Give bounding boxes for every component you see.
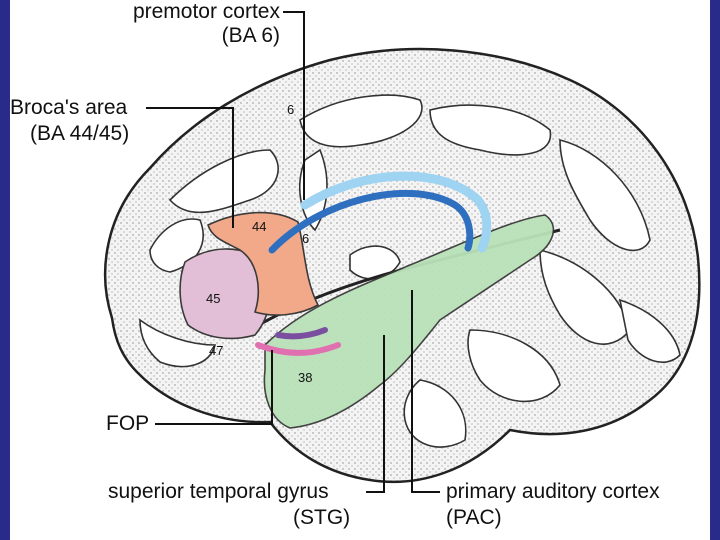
- right-frame-border: [710, 0, 720, 540]
- dorsal-pathway-dark: [268, 189, 474, 254]
- area-44-number: 44: [252, 219, 267, 234]
- leader-lines: [146, 11, 440, 493]
- ventral-pathway-pink: [255, 342, 341, 356]
- area-38-number: 38: [298, 370, 313, 385]
- pac-abbrev-label: (PAC): [446, 506, 502, 529]
- broca-area-44-region: [207, 211, 320, 316]
- area-45-number: 45: [206, 291, 221, 306]
- stg-abbrev-label: (STG): [293, 506, 351, 529]
- gyri: [139, 94, 681, 448]
- stg-label: superior temporal gyrus: [108, 480, 329, 503]
- area-6-mid-number: 6: [302, 231, 310, 246]
- broca-area-label: Broca's area: [10, 96, 128, 119]
- dorsal-pathway-light: [300, 171, 492, 253]
- premotor-ba-label: (BA 6): [221, 24, 280, 47]
- ventral-pathway-purple: [275, 327, 328, 340]
- broca-ba-label: (BA 44/45): [30, 122, 130, 145]
- broca-area-45-region: [179, 248, 271, 340]
- area-47-number: 47: [209, 343, 224, 358]
- area-6-top-number: 6: [287, 102, 295, 117]
- pac-label: primary auditory cortex: [446, 480, 660, 503]
- left-frame-border: [0, 0, 10, 540]
- premotor-cortex-label: premotor cortex: [132, 0, 280, 23]
- stg-region: [263, 214, 555, 429]
- fop-label: FOP: [106, 412, 150, 435]
